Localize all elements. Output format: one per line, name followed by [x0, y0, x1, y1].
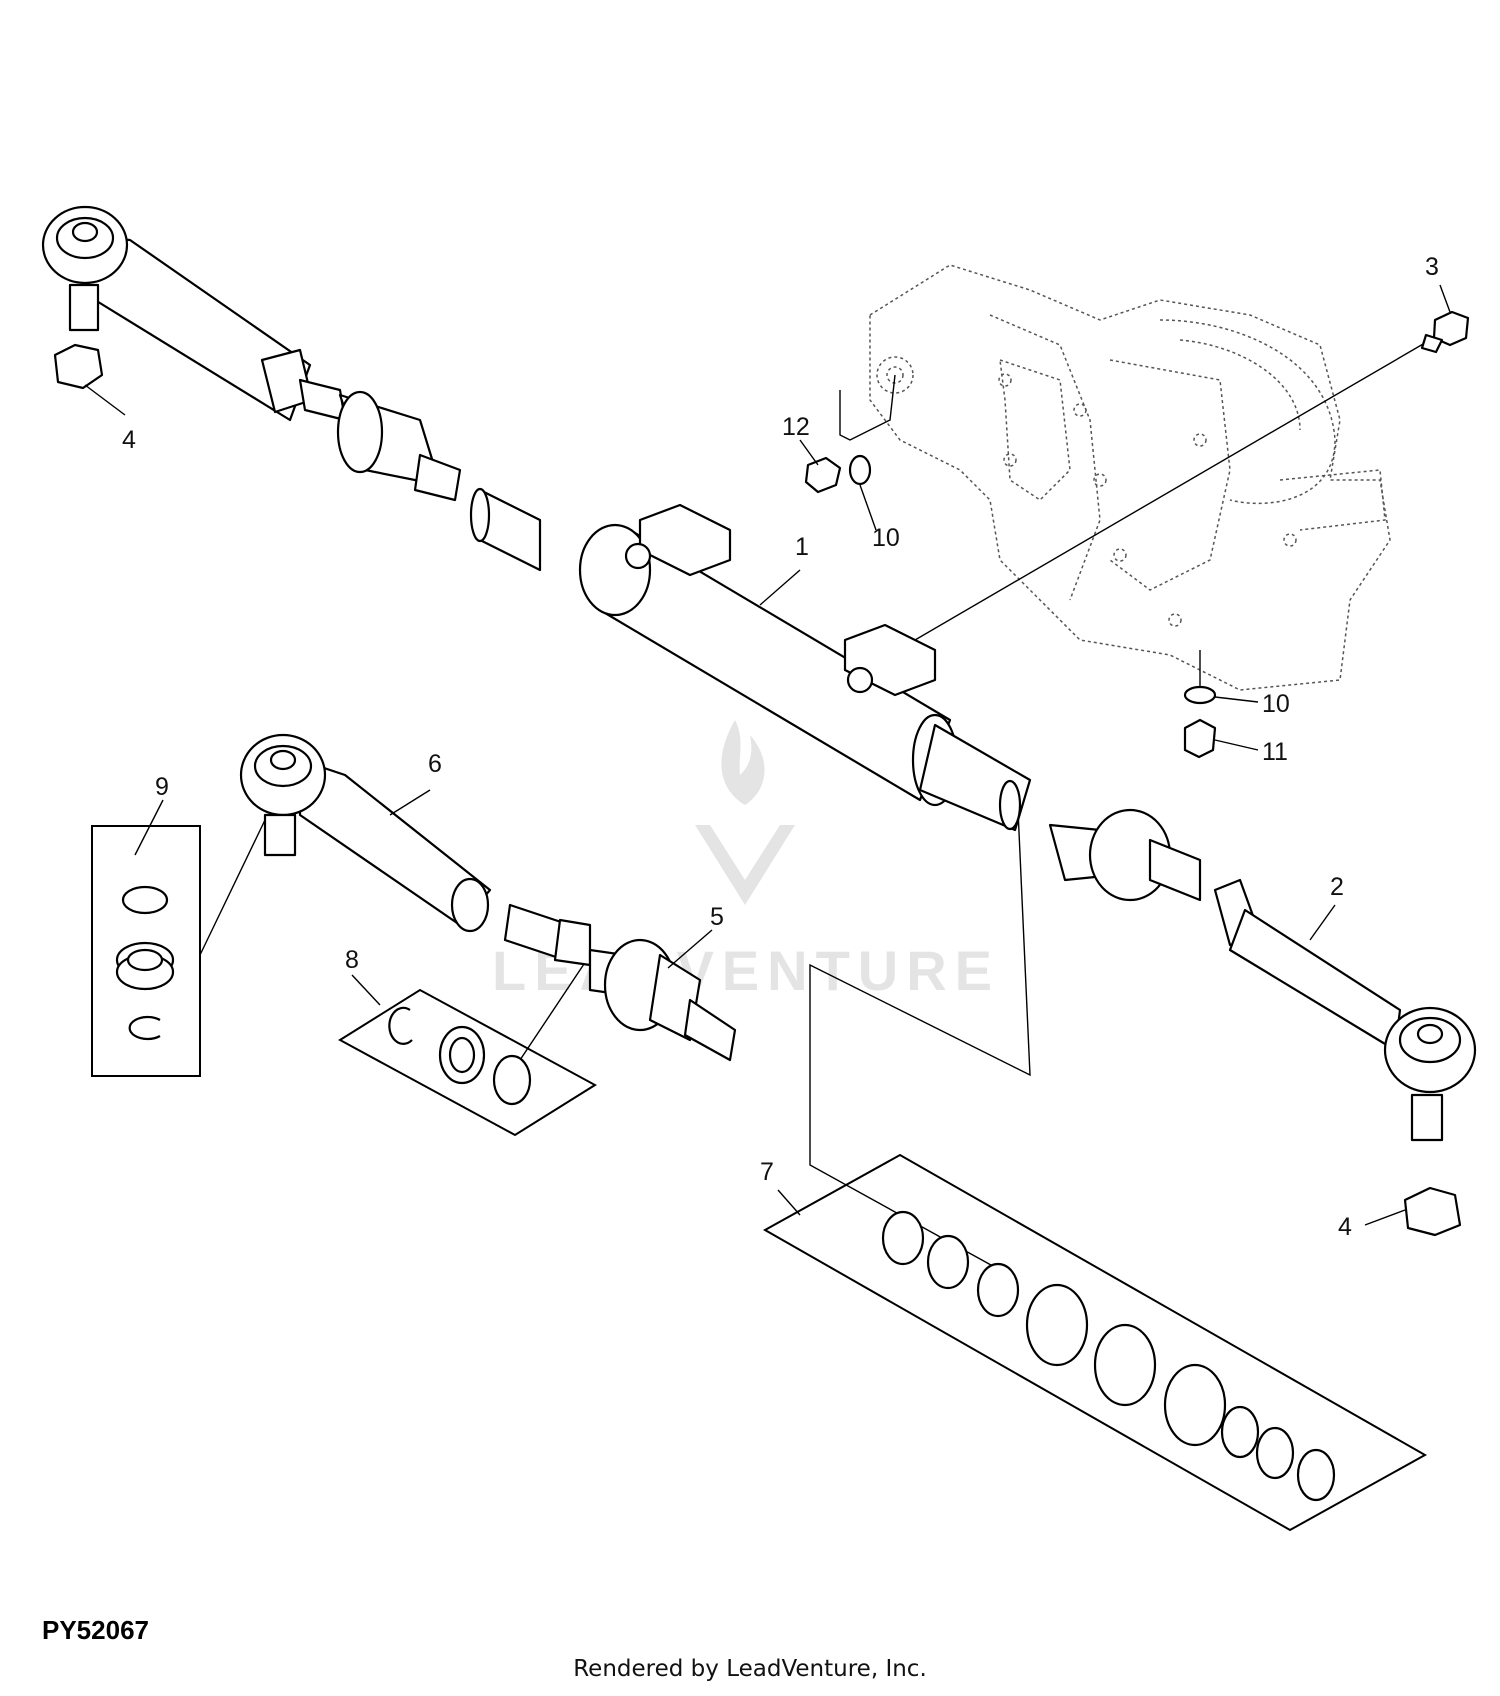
axle-housing-outline — [869, 264, 1391, 691]
callout-4-lower: 4 — [1338, 1213, 1352, 1241]
bolt-part-3[interactable] — [1420, 310, 1470, 354]
leader-3-to-cylinder — [914, 339, 1431, 641]
flame-logo-icon — [721, 720, 765, 805]
tie-rod-end-part-6[interactable] — [239, 733, 492, 933]
callout-7: 7 — [760, 1158, 774, 1186]
callout-6: 6 — [428, 750, 442, 778]
leader-8-to-rod — [519, 954, 591, 1061]
tie-rod-upper-left[interactable] — [41, 205, 462, 502]
seal-kit-box-part-9[interactable] — [91, 825, 201, 1077]
washer-part-10-lower[interactable] — [1183, 685, 1217, 705]
rendered-by-footer: Rendered by LeadVenture, Inc. — [573, 1656, 927, 1682]
callout-12: 12 — [782, 413, 810, 441]
inner-rod-part-5[interactable] — [503, 903, 737, 1062]
leader-12-10-to-housing — [839, 374, 896, 441]
seal-kit-box-part-7[interactable] — [762, 1153, 1428, 1532]
washer-part-10-upper[interactable] — [848, 454, 872, 486]
nut-part-4-upper[interactable] — [53, 343, 104, 390]
seal-kit-box-part-8[interactable] — [338, 988, 597, 1137]
callout-1: 1 — [795, 533, 809, 561]
leader-lines — [199, 339, 1431, 1271]
nut-part-4-lower[interactable] — [1403, 1186, 1462, 1237]
plug-part-12[interactable] — [804, 456, 842, 494]
steering-cylinder-part-1[interactable] — [469, 487, 1032, 832]
leader-9-to-tie-rod — [199, 819, 266, 956]
callout-labels: 1 2 3 4 4 5 6 7 8 9 10 10 11 12 — [122, 253, 1439, 1241]
callout-9: 9 — [155, 773, 169, 801]
callout-3: 3 — [1425, 253, 1439, 281]
diagram-id-label: PY52067 — [42, 1615, 149, 1645]
callout-10-upper: 10 — [872, 524, 900, 552]
callout-2: 2 — [1330, 873, 1344, 901]
leader-7-to-cylinder — [809, 809, 1031, 1271]
callout-10-lower: 10 — [1262, 690, 1290, 718]
v-logo-icon — [695, 825, 795, 905]
tie-rod-right-part-2[interactable] — [1048, 808, 1477, 1142]
callout-leaders — [84, 284, 1451, 1226]
plug-part-11[interactable] — [1183, 718, 1217, 759]
callout-11: 11 — [1262, 738, 1288, 766]
callout-8: 8 — [345, 946, 359, 974]
callout-5: 5 — [710, 903, 724, 931]
callout-4-upper: 4 — [122, 426, 136, 454]
